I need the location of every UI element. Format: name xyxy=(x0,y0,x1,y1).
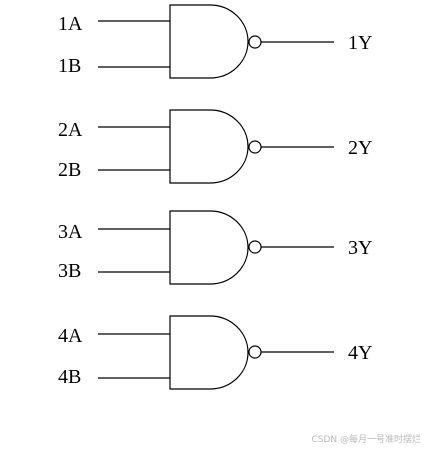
pin-label-1y: 1Y xyxy=(348,32,372,54)
nand-gate-body-1 xyxy=(169,4,249,79)
pin-label-4a: 4A xyxy=(58,325,83,347)
nand-gate-body-3 xyxy=(169,210,249,285)
pin-label-4b: 4B xyxy=(58,366,81,388)
pin-label-2a: 2A xyxy=(58,119,83,141)
inversion-bubble-2 xyxy=(248,140,262,154)
nand-gate-2: 2A 2B 2Y xyxy=(58,109,372,184)
nand-gate-4: 4A 4B 4Y xyxy=(58,315,372,390)
watermark: CSDN @每月一号准时摆烂 xyxy=(311,433,421,445)
inversion-bubble-3 xyxy=(248,240,262,254)
inversion-bubble-1 xyxy=(248,35,262,49)
pin-label-3a: 3A xyxy=(58,221,83,243)
pin-label-2b: 2B xyxy=(58,159,81,181)
nand-gate-body-2 xyxy=(169,109,249,184)
inversion-bubble-4 xyxy=(248,345,262,359)
nand-gate-1: 1A 1B 1Y xyxy=(58,4,372,79)
pin-label-1a: 1A xyxy=(58,13,83,35)
nand-gate-3: 3A 3B 3Y xyxy=(58,210,372,285)
pin-label-1b: 1B xyxy=(58,55,81,77)
pin-label-4y: 4Y xyxy=(348,342,372,364)
pin-label-3b: 3B xyxy=(58,260,81,282)
pin-label-2y: 2Y xyxy=(348,137,372,159)
nand-gate-body-4 xyxy=(169,315,249,390)
pin-label-3y: 3Y xyxy=(348,237,372,259)
